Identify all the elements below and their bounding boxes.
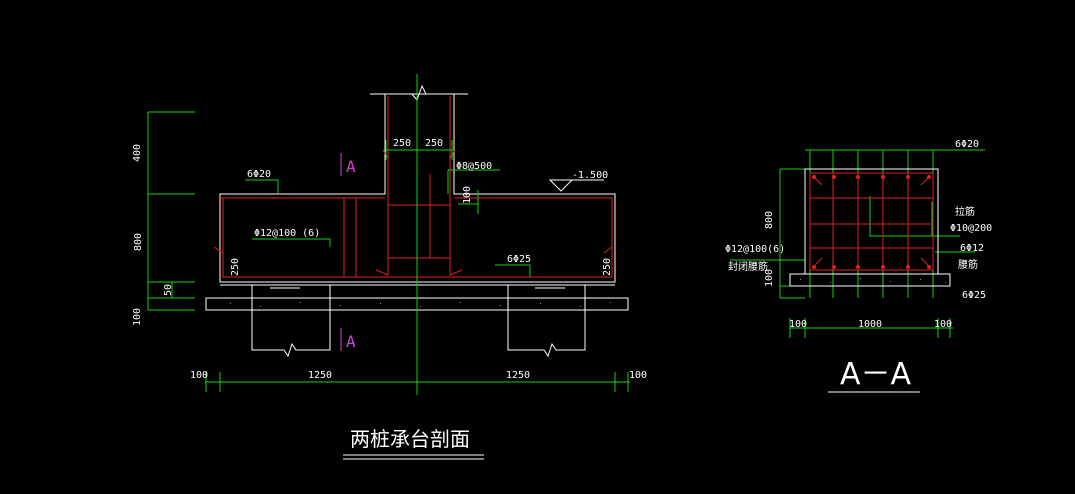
- column-break-line: [370, 84, 468, 101]
- cover-right-label: 250: [602, 258, 613, 276]
- section-aa: 6Φ20 拉筋 Φ10@200 Φ12@100(6) 封闭腰筋 6Φ12 腰筋 …: [725, 139, 992, 393]
- aa-rebar-dots: [812, 175, 931, 269]
- aa-dim-width: 1000: [858, 319, 882, 330]
- aa-rebar: [809, 172, 934, 271]
- column-dim-left: 250: [393, 138, 411, 149]
- aa-pad-hatch: [800, 278, 946, 283]
- column-stirrups: [388, 204, 450, 259]
- aa-dim-edge-right: 100: [934, 319, 952, 330]
- main-section: A A 250 250 -1.500 6Φ20 Φ8@500 100 Φ12@1…: [132, 74, 647, 460]
- pile-left: [251, 285, 331, 358]
- aa-top-rebar-label: 6Φ20: [955, 139, 979, 150]
- aa-dim-height: 800: [764, 211, 775, 229]
- dim-bottom-edge-left: 100: [190, 370, 208, 381]
- dim-height-pad: 100: [132, 308, 143, 326]
- dim-bottom-span-left: 1250: [308, 370, 332, 381]
- dim-height-cushion: 50: [163, 284, 174, 296]
- section-mark-top: A: [346, 157, 356, 176]
- column-rebar-left: [375, 96, 389, 276]
- stirrup-dim-label: 100: [462, 186, 473, 204]
- column-rebar-right: [449, 96, 463, 276]
- aa-bottom-rebar-label: 6Φ25: [962, 290, 986, 301]
- dim-bottom-span-right: 1250: [506, 370, 530, 381]
- aa-tie-spec: Φ10@200: [950, 223, 992, 234]
- aa-outline: [804, 168, 939, 275]
- aa-dim-pad: 100: [764, 269, 775, 287]
- dim-height-upper: 400: [132, 144, 143, 162]
- aa-side-rebar-desc: 封闭腰筋: [728, 260, 768, 273]
- aa-side-rebar-label: Φ12@100(6): [725, 244, 785, 255]
- rebar-group: [213, 96, 613, 278]
- cap-end-hook-left: [213, 246, 224, 254]
- cap-end-hook-right: [603, 246, 613, 254]
- cover-left-label: 250: [230, 258, 241, 276]
- stirrup-label: Φ8@500: [456, 161, 492, 172]
- pile-right: [507, 285, 586, 358]
- aa-waist-rebar-desc: 腰筋: [958, 258, 978, 271]
- aa-title: A－A: [840, 357, 912, 392]
- stirrup-hook: [429, 174, 440, 259]
- section-mark-bottom: A: [346, 332, 356, 351]
- top-rebar-label: 6Φ20: [247, 169, 271, 180]
- aa-tie-label: 拉筋: [955, 205, 975, 218]
- aa-dim-edge-left: 100: [789, 319, 807, 330]
- column-top-hooks: [382, 149, 456, 159]
- aa-pad-layer: [789, 273, 951, 287]
- elevation-label: -1.500: [572, 170, 608, 181]
- dim-bottom-edge-right: 100: [629, 370, 647, 381]
- dimension-lines: [147, 111, 630, 392]
- elevation-mark: [548, 179, 604, 192]
- bottom-rebar-label: 6Φ25: [507, 254, 531, 265]
- dim-height-cap: 800: [133, 233, 144, 251]
- aa-waist-rebar-label: 6Φ12: [960, 243, 984, 254]
- side-stirrups: [343, 198, 357, 277]
- pile-cap-outline: [219, 93, 616, 283]
- cushion-hatch: [230, 302, 611, 307]
- column-dim-right: 250: [425, 138, 443, 149]
- side-rebar-label: Φ12@100 (6): [254, 228, 320, 239]
- main-section-title: 两桩承台剖面: [350, 427, 470, 451]
